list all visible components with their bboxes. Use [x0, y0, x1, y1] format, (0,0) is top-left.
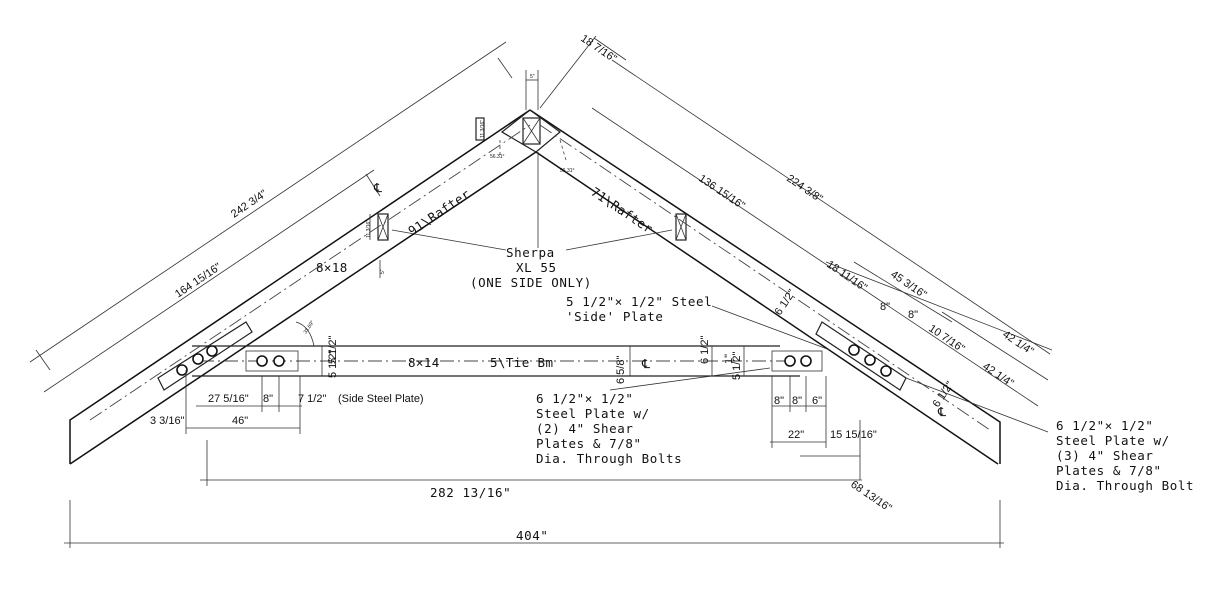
dim-left-d3: 7 1/2"	[298, 393, 326, 405]
dim-tie-h-right2: 1"	[723, 354, 735, 364]
plate-2-note: 6 1/2"× 1/2" Steel Plate w/ (2) 4" Shear…	[536, 391, 682, 466]
dim-left-d2: 8"	[263, 393, 273, 405]
note-line: Steel Plate w/	[1056, 433, 1170, 448]
left-rafter-label: 91\Rafter	[405, 186, 473, 238]
svg-text:℄: ℄	[641, 356, 651, 371]
side-steel-plate-label: (Side Steel Plate)	[338, 393, 424, 405]
dim-right-d1: 8"	[774, 395, 784, 407]
dim-left-d1: 27 5/16"	[208, 393, 249, 405]
dim-apex-top: 5"	[530, 74, 535, 80]
dim-right-bolt-c: 10 7/16"	[926, 323, 966, 356]
note-line: Sherpa	[506, 245, 555, 260]
note-line: XL 55	[516, 260, 557, 275]
right-rafter	[529, 109, 1001, 465]
dim-right-d3: 6"	[812, 395, 822, 407]
side-plate-note: 5 1/2"× 1/2" Steel 'Side' Plate	[566, 294, 712, 324]
note-line: Plates & 7/8"	[1056, 463, 1162, 478]
dim-right-b: 45 3/16"	[888, 269, 928, 302]
dim-left-rafter-overall: 242 3/4"	[229, 188, 269, 221]
dim-apex-side: 11 3/16"	[480, 120, 486, 138]
note-line: Dia. Through Bolt	[1056, 478, 1194, 493]
dim-left-rafter-cl: 164 15/16"	[173, 261, 224, 301]
dim-left-d4: 3 3/16"	[150, 415, 185, 427]
dim-right-d5: 15 15/16"	[830, 429, 877, 441]
centerline-icon: ℄	[373, 180, 383, 195]
dim-sherpa-depth: 11 3/16"	[366, 220, 372, 238]
dim-right-d6: 68 13/16"	[848, 479, 894, 515]
dim-right-plate-w: 6 1/2"	[773, 287, 799, 317]
dim-right-d4: 22"	[788, 429, 804, 441]
dim-apex-angle-left: 56.31°	[490, 154, 505, 160]
dim-right-bolt-b: 8"	[908, 309, 918, 321]
left-rafter	[69, 109, 537, 465]
note-line: (2) 4" Shear	[536, 421, 634, 436]
dim-apex-offset: 18 7/16"	[578, 33, 618, 66]
left-steel-plate	[157, 321, 299, 391]
note-line: (3) 4" Shear	[1056, 448, 1154, 463]
dim-tie-length: 282 13/16"	[430, 485, 511, 500]
left-rafter-centerline	[89, 124, 531, 421]
right-steel-plate	[771, 321, 907, 391]
note-line: (ONE SIDE ONLY)	[470, 275, 592, 290]
dimension-lines	[29, 35, 1053, 548]
dim-tie-depth: 6 5/8"	[615, 356, 627, 384]
centerline-icon: ℄	[937, 404, 947, 419]
note-line: 6 1/2"× 1/2"	[1056, 418, 1154, 433]
note-line: 5 1/2"× 1/2" Steel	[566, 294, 712, 309]
note-line: Plates & 7/8"	[536, 436, 642, 451]
dim-tie-h-right3: 5 1/2"	[731, 352, 743, 380]
centerline-icon: ℄	[641, 356, 651, 371]
dim-right-d2: 8"	[792, 395, 802, 407]
dim-tie-h-right: 6 1/2"	[699, 336, 711, 364]
right-rafter-label: 71\Rafter	[588, 184, 656, 236]
note-line: 6 1/2"× 1/2"	[536, 391, 634, 406]
right-rafter-centerline	[539, 124, 991, 431]
note-line: Dia. Through Bolts	[536, 451, 682, 466]
dim-right-bolt-a: 8"	[880, 301, 890, 313]
tie-size-label: 8×14	[408, 355, 440, 370]
dim-right-rafter-cl: 136 15/16"	[696, 173, 747, 213]
dim-right-d: 42 1/4"	[980, 361, 1015, 390]
dim-apex-angle-right: 56.31°	[560, 168, 575, 174]
plate-3-note: 6 1/2"× 1/2" Steel Plate w/ (3) 4" Shear…	[1056, 418, 1194, 493]
dim-tie-h-left: 5 1/2"	[327, 336, 339, 364]
apex-connection	[475, 70, 567, 161]
tie-beam-label: 5\Tie Bm	[490, 355, 553, 370]
dim-tie-h-left2: 5 1/2"	[327, 350, 339, 378]
rafter-size-label: 8×18	[316, 260, 348, 275]
note-line: 'Side' Plate	[566, 309, 664, 324]
dim-sherpa-off: 5"	[380, 269, 386, 274]
svg-text:℄: ℄	[373, 180, 383, 195]
dim-right-rafter-overall: 224 3/8"	[784, 173, 824, 206]
svg-text:℄: ℄	[937, 404, 947, 419]
dim-overall-span: 404"	[516, 528, 549, 543]
sherpa-note: Sherpa XL 55 (ONE SIDE ONLY)	[470, 245, 592, 290]
dim-left-d5: 46"	[232, 415, 248, 427]
tie-beam	[192, 345, 800, 377]
note-line: Steel Plate w/	[536, 406, 650, 421]
